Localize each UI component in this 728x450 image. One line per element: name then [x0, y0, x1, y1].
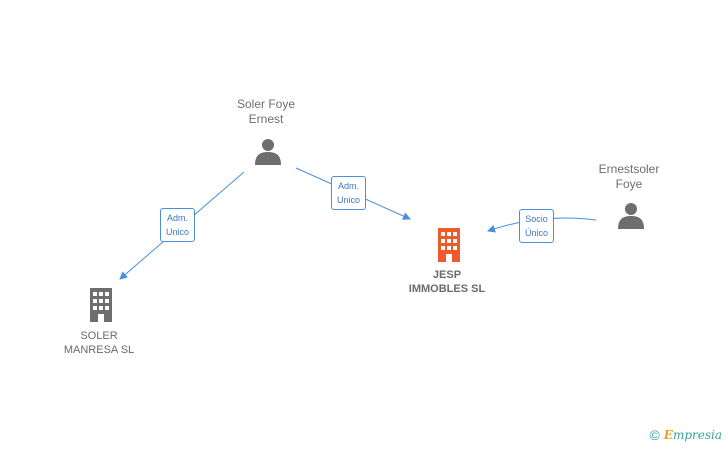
person-name-line2: Foye	[615, 177, 643, 191]
edge-label-line1: Adm.	[338, 181, 360, 191]
company-name-line2: IMMOBLES SL	[408, 283, 486, 295]
copyright-symbol: ©	[649, 427, 660, 443]
building-icon[interactable]	[87, 288, 115, 322]
company-name-line1: JESP	[432, 269, 462, 281]
person-soler-foye-label: Soler Foye Ernest	[237, 97, 295, 127]
person-icon[interactable]	[254, 137, 282, 165]
edge-label-line1: Adm.	[167, 213, 189, 223]
brand-name: mpresia	[672, 428, 722, 442]
edge-label-line2: Único	[525, 228, 549, 238]
edge-label-socio-unico: Socio Único	[519, 209, 555, 243]
building-icon-focus[interactable]	[435, 228, 463, 262]
edge-label-line2: Unico	[337, 195, 361, 205]
edge-label-line2: Unico	[166, 227, 190, 237]
person-name-line1: Soler Foye	[236, 97, 296, 111]
company-name-line1: SOLER	[80, 330, 118, 342]
edge-label-line1: Socio	[525, 214, 548, 224]
person-icon[interactable]	[617, 201, 645, 229]
edge-label-adm-unico-1: Adm. Unico	[160, 208, 196, 242]
brand-logo[interactable]: Empresia	[664, 428, 722, 442]
person-name-line2: Ernest	[248, 112, 284, 126]
person-name-line1: Ernestsoler	[598, 162, 660, 176]
company-name-line2: MANRESA SL	[63, 344, 135, 356]
person-ernestsoler-label: Ernestsoler Foye	[599, 162, 660, 192]
edge-label-adm-unico-2: Adm. Unico	[331, 176, 367, 210]
brand-initial: E	[663, 428, 673, 442]
company-soler-manresa-label[interactable]: SOLER MANRESA SL	[64, 329, 134, 357]
footer-brand: © Empresia	[649, 426, 722, 444]
company-jesp-label[interactable]: JESP IMMOBLES SL	[409, 268, 485, 296]
